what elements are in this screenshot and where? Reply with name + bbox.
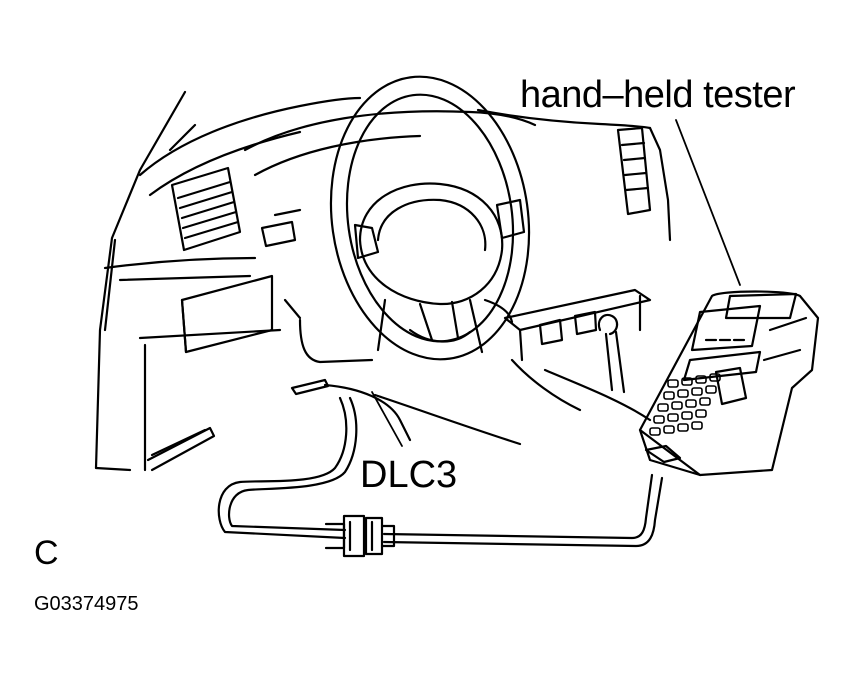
tester-keypad [649, 373, 721, 436]
hand-held-tester-device [638, 290, 820, 477]
dlc3-connector [324, 514, 396, 558]
windshield-pillar [94, 90, 197, 470]
view-letter-label: C [34, 534, 59, 572]
hand-held-tester-label: hand–held tester [520, 74, 796, 116]
center-console [503, 288, 652, 422]
figure-code-label: G03374975 [34, 593, 139, 615]
dlc3-label: DLC3 [360, 454, 458, 496]
air-vent-left [170, 166, 242, 252]
lower-left-panel [138, 274, 330, 472]
instrument-hood [243, 110, 537, 248]
steering-wheel [329, 75, 531, 361]
leader-lines [371, 119, 741, 447]
diagnostic-cable [217, 396, 664, 548]
dashboard-top [103, 96, 672, 282]
air-vent-right [616, 126, 652, 216]
steering-column [283, 298, 514, 364]
